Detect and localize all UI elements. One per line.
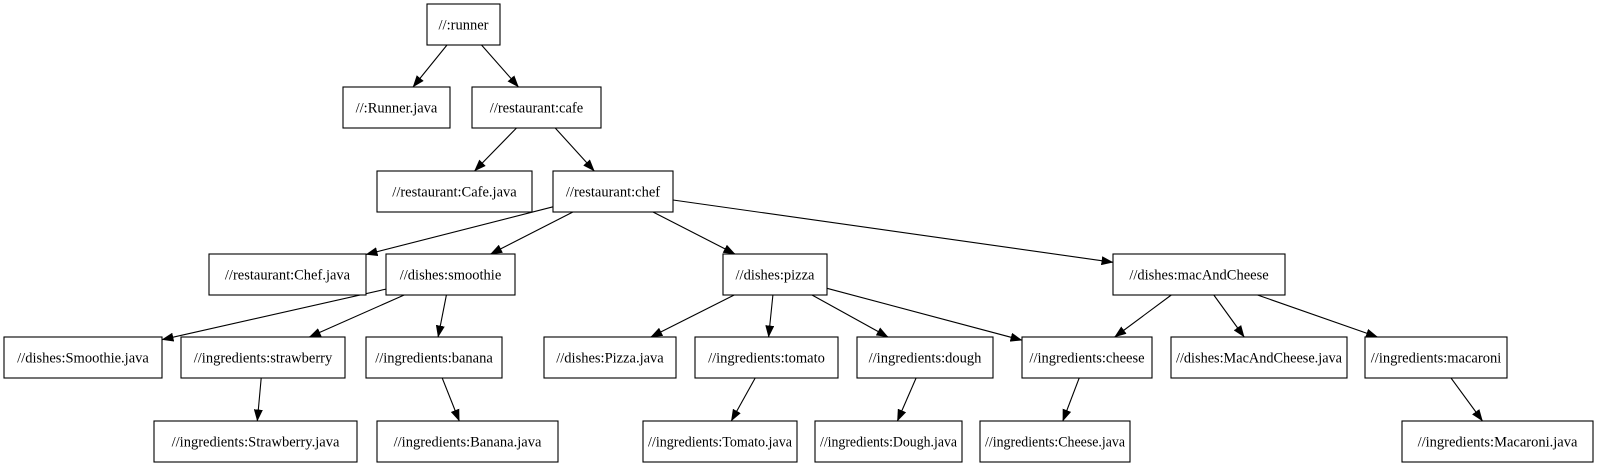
node-box xyxy=(856,336,994,379)
graph-node-mac-and-cheese: //dishes:macAndCheese xyxy=(1112,253,1286,296)
graph-node-chef: //restaurant:chef xyxy=(552,170,674,213)
edge-pizza-to-tomato xyxy=(765,294,775,338)
node-label: //ingredients:Tomato.java xyxy=(648,435,793,451)
node-label: //restaurant:cafe xyxy=(490,101,583,117)
edge-smoothie-to-strawberry xyxy=(308,294,405,338)
graph-node-mac-and-cheese-java: //dishes:MacAndCheese.java xyxy=(1170,336,1348,379)
node-label: //ingredients:cheese xyxy=(1029,351,1144,367)
node-label: //dishes:Pizza.java xyxy=(556,351,664,367)
edge-macaroni-to-macaroni-java xyxy=(1450,377,1483,422)
node-box xyxy=(376,170,533,213)
node-label: //dishes:macAndCheese xyxy=(1129,268,1268,284)
node-box xyxy=(814,420,963,463)
graph-node-pizza-java: //dishes:Pizza.java xyxy=(543,336,677,379)
graph-node-tomato: //ingredients:tomato xyxy=(694,336,839,379)
graph-node-cheese: //ingredients:cheese xyxy=(1021,336,1153,379)
node-box xyxy=(153,420,358,463)
edge-chef-to-smoothie xyxy=(490,211,574,255)
edge-cafe-to-chef xyxy=(554,127,595,172)
node-box xyxy=(376,420,559,463)
node-label: //dishes:Smoothie.java xyxy=(17,351,149,367)
edge-runner-to-runner-java xyxy=(412,44,448,88)
node-box xyxy=(543,336,677,379)
edge-pizza-to-cheese xyxy=(826,287,1023,342)
edge-mac-and-cheese-to-cheese xyxy=(1114,294,1172,338)
edge-banana-to-banana-java xyxy=(441,377,460,422)
graph-node-cheese-java: //ingredients:Cheese.java xyxy=(979,420,1131,463)
graph-node-macaroni-java: //ingredients:Macaroni.java xyxy=(1401,420,1594,463)
node-box xyxy=(471,86,602,129)
graph-node-runner: //:runner xyxy=(426,3,501,46)
edge-pizza-to-pizza-java xyxy=(650,294,735,338)
node-label: //ingredients:Cheese.java xyxy=(985,435,1126,451)
node-box xyxy=(979,420,1131,463)
graph-node-banana-java: //ingredients:Banana.java xyxy=(376,420,559,463)
node-label: //dishes:MacAndCheese.java xyxy=(1176,351,1343,367)
node-label: //ingredients:Dough.java xyxy=(820,435,958,451)
edge-chef-to-pizza xyxy=(652,211,736,255)
node-box xyxy=(385,253,516,296)
edge-smoothie-to-banana xyxy=(435,294,447,338)
node-box xyxy=(1401,420,1594,463)
node-box xyxy=(208,253,367,296)
graph-node-banana: //ingredients:banana xyxy=(365,336,503,379)
graph-node-tomato-java: //ingredients:Tomato.java xyxy=(642,420,798,463)
node-box xyxy=(3,336,163,379)
node-label: //ingredients:dough xyxy=(869,351,983,367)
node-box xyxy=(180,336,346,379)
graph-node-pizza: //dishes:pizza xyxy=(722,253,828,296)
edge-dough-to-dough-java xyxy=(896,377,917,422)
graph-node-cafe-java: //restaurant:Cafe.java xyxy=(376,170,533,213)
edges-layer xyxy=(161,44,1483,422)
node-label: //dishes:pizza xyxy=(736,268,815,284)
node-box xyxy=(1170,336,1348,379)
graph-node-runner-java: //:Runner.java xyxy=(342,86,451,129)
node-box xyxy=(1112,253,1286,296)
node-label: //:runner xyxy=(439,18,489,34)
node-label: //restaurant:Cafe.java xyxy=(392,185,517,201)
graph-node-smoothie-java: //dishes:Smoothie.java xyxy=(3,336,163,379)
graph-node-smoothie: //dishes:smoothie xyxy=(385,253,516,296)
node-box xyxy=(342,86,451,129)
node-box xyxy=(642,420,798,463)
edge-runner-to-cafe xyxy=(481,44,519,88)
nodes-layer: //:runner //:Runner.java //restaurant:cafe… xyxy=(3,3,1594,463)
edge-pizza-to-dough xyxy=(811,294,889,338)
node-label: //restaurant:Chef.java xyxy=(225,268,351,284)
node-box xyxy=(694,336,839,379)
edge-cafe-to-cafe-java xyxy=(474,127,517,172)
edge-mac-and-cheese-to-mac-and-cheese-java xyxy=(1213,294,1245,338)
node-box xyxy=(722,253,828,296)
node-label: //restaurant:chef xyxy=(566,185,660,201)
graph-node-macaroni: //ingredients:macaroni xyxy=(1364,336,1508,379)
graph-node-chef-java: //restaurant:Chef.java xyxy=(208,253,367,296)
node-label: //:Runner.java xyxy=(356,101,438,117)
node-box xyxy=(1021,336,1153,379)
node-box xyxy=(426,3,501,46)
edge-strawberry-to-strawberry-java xyxy=(253,377,263,422)
node-label: //ingredients:tomato xyxy=(708,351,825,367)
node-box xyxy=(1364,336,1508,379)
edge-cheese-to-cheese-java xyxy=(1062,377,1080,422)
node-label: //ingredients:banana xyxy=(375,351,493,367)
edge-smoothie-to-smoothie-java xyxy=(161,288,387,342)
graph-node-strawberry: //ingredients:strawberry xyxy=(180,336,346,379)
graph-node-strawberry-java: //ingredients:Strawberry.java xyxy=(153,420,358,463)
graph-node-dough: //ingredients:dough xyxy=(856,336,994,379)
graph-node-dough-java: //ingredients:Dough.java xyxy=(814,420,963,463)
node-label: //dishes:smoothie xyxy=(400,268,502,284)
edge-chef-to-chef-java xyxy=(365,206,554,257)
graph-node-cafe: //restaurant:cafe xyxy=(471,86,602,129)
node-label: //ingredients:Banana.java xyxy=(394,435,542,451)
edge-chef-to-mac-and-cheese xyxy=(672,199,1114,266)
node-box xyxy=(365,336,503,379)
edge-mac-and-cheese-to-macaroni xyxy=(1257,294,1378,338)
node-label: //ingredients:macaroni xyxy=(1371,351,1501,367)
node-box xyxy=(552,170,674,213)
node-label: //ingredients:strawberry xyxy=(194,351,333,367)
edge-tomato-to-tomato-java xyxy=(730,377,756,422)
node-label: //ingredients:Strawberry.java xyxy=(172,435,340,451)
node-label: //ingredients:Macaroni.java xyxy=(1418,435,1578,451)
